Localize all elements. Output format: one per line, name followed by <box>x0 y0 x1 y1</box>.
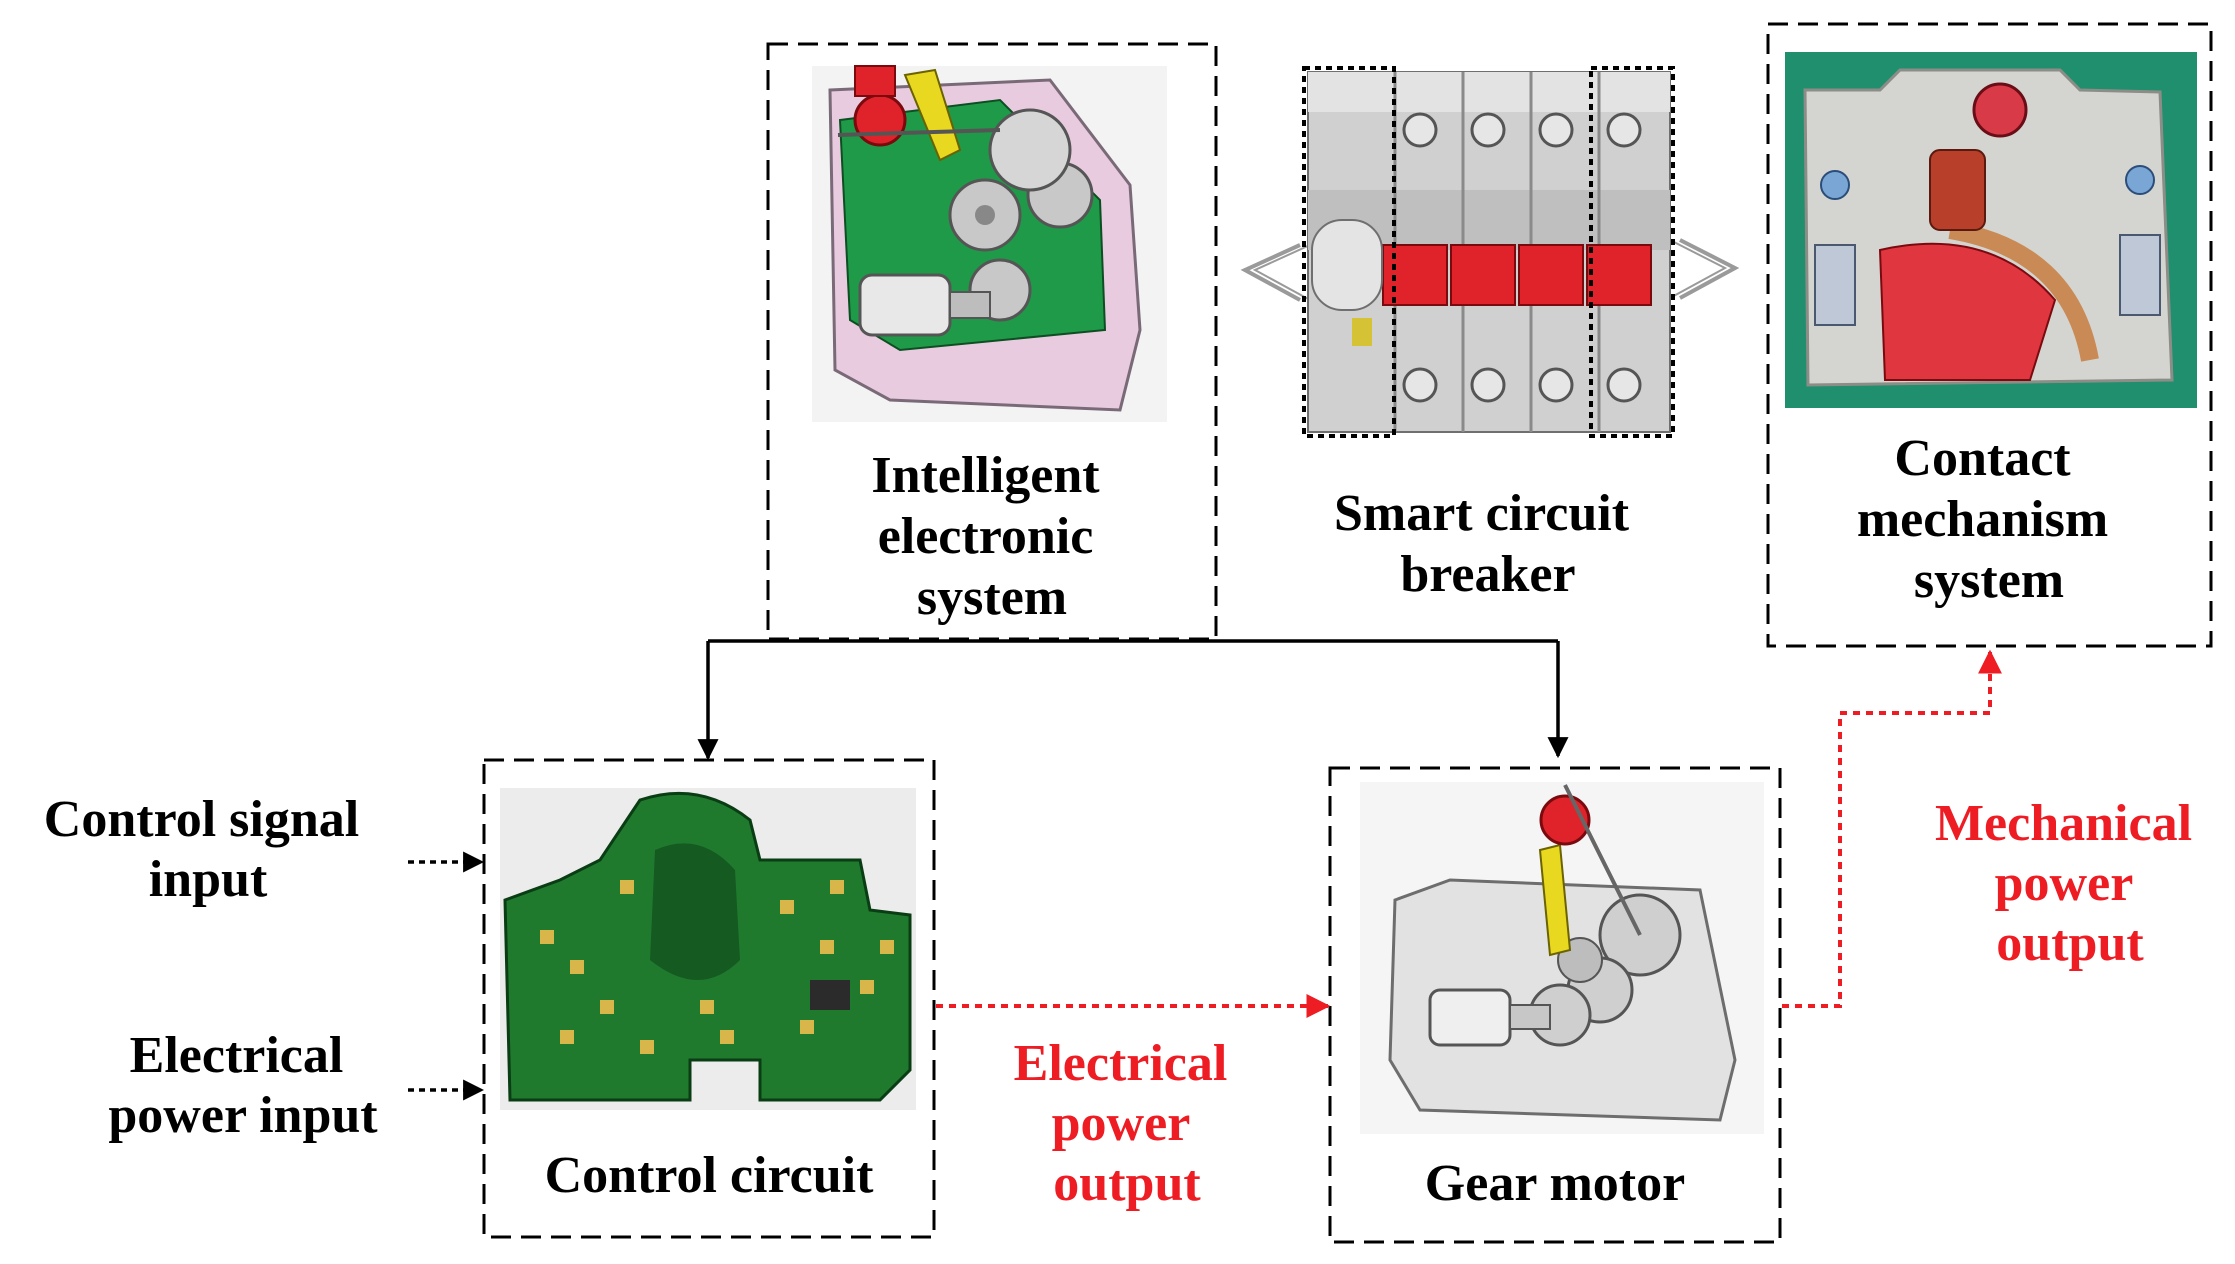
gear-motor-box <box>1328 766 1782 1244</box>
gear-motor-label: Gear motor <box>1425 1155 1685 1212</box>
mechanical-power-output-label: Mechanical power output <box>1935 795 2205 972</box>
electrical-power-input-label: Electrical power input <box>108 1027 378 1144</box>
contact-mechanism-system-photo <box>1785 52 2197 408</box>
control-circuit-box <box>482 758 936 1239</box>
smart-circuit-breaker-label: Smart circuit breaker <box>1334 485 1642 603</box>
control-circuit-pcb-illustration <box>500 788 916 1110</box>
ies-connector <box>697 639 1569 761</box>
contact-mechanism-system-label: Contact mechanism system <box>1857 430 2121 609</box>
breaker-left-module-highlight <box>1302 66 1396 438</box>
breaker-right-module-highlight <box>1589 66 1675 438</box>
control-circuit-label: Control circuit <box>545 1147 874 1204</box>
electrical-power-output-label: Electrical power output <box>1014 1035 1241 1212</box>
gear-motor-illustration <box>1360 782 1764 1134</box>
smart-circuit-breaker-illustration <box>1307 71 1671 433</box>
breaker-left-chevron <box>1240 243 1311 302</box>
contact-mechanism-system-box <box>1766 22 2213 648</box>
breaker-right-chevron <box>1669 238 1740 300</box>
intelligent-electronic-system-label: Intelligent electronic system <box>871 447 1112 626</box>
intelligent-electronic-system-illustration <box>812 65 1167 422</box>
mechanical-power-output-arrow <box>1782 649 2002 1008</box>
intelligent-electronic-system-box <box>766 42 1218 641</box>
control-signal-input-label: Control signal input <box>44 791 372 908</box>
